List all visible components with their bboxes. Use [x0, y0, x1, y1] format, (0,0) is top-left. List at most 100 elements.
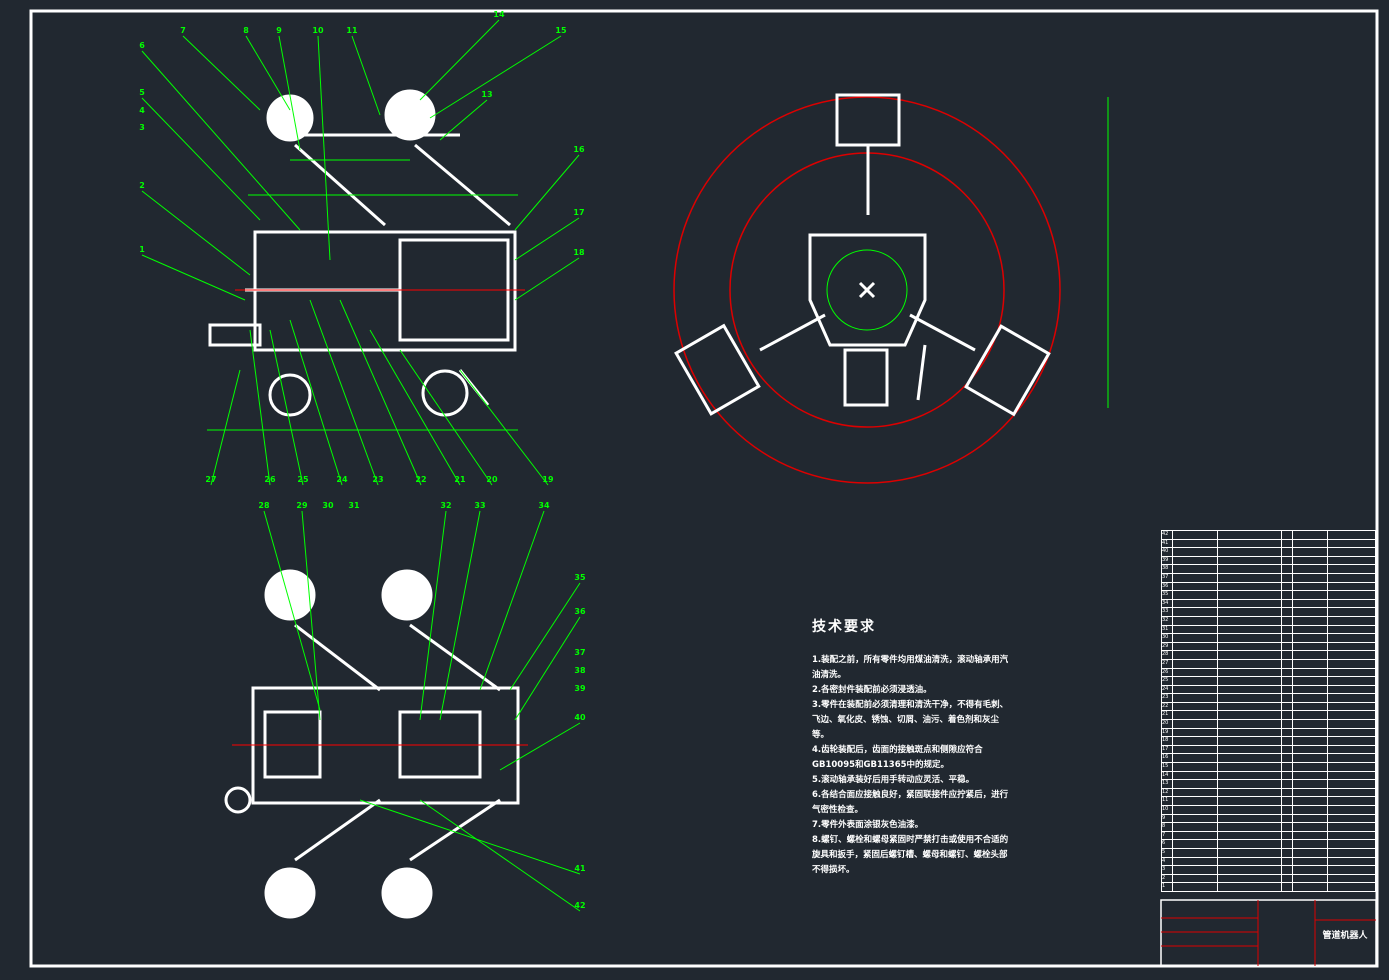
parts-list-cell: 42: [1162, 531, 1173, 539]
parts-list-cell: 16: [1162, 754, 1173, 763]
parts-list-cell: [1173, 539, 1218, 548]
parts-list-cell: [1293, 745, 1329, 754]
parts-list-cell: 40: [1162, 548, 1173, 556]
balloon-number: 16: [573, 145, 585, 154]
parts-list-cell: [1218, 754, 1283, 763]
parts-list-cell: [1328, 788, 1376, 797]
parts-list-cell: 34: [1162, 599, 1173, 608]
parts-list-row: 5: [1162, 848, 1376, 858]
tech-item: 8.螺钉、螺栓和螺母紧固时严禁打击或使用不合适的旋具和扳手，紧固后螺钉槽、螺母和…: [812, 835, 1009, 875]
parts-list-cell: [1282, 711, 1293, 720]
parts-list-row: 13: [1162, 780, 1376, 789]
parts-list-cell: [1173, 694, 1218, 702]
parts-list-row: 32: [1162, 616, 1376, 626]
parts-list-cell: [1328, 642, 1376, 651]
parts-list-cell: [1328, 668, 1376, 677]
parts-list-cell: [1293, 677, 1329, 685]
balloon-number: 13: [481, 90, 492, 99]
parts-list-cell: [1173, 548, 1218, 556]
parts-list-cell: [1218, 763, 1283, 771]
parts-list-cell: [1282, 573, 1293, 582]
parts-list-row: 25: [1162, 677, 1376, 686]
parts-list-cell: [1293, 728, 1329, 737]
parts-list-cell: [1173, 866, 1218, 874]
balloon-number: 25: [297, 475, 309, 484]
parts-list-row: 24: [1162, 685, 1376, 695]
parts-list-cell: [1218, 591, 1283, 599]
parts-list-cell: [1173, 685, 1218, 694]
parts-list-cell: [1282, 737, 1293, 745]
parts-list-cell: [1328, 866, 1376, 874]
parts-list-cell: [1293, 720, 1329, 728]
parts-list-cell: [1218, 677, 1283, 685]
tech-item: 7.零件外表面涂银灰色油漆。: [812, 820, 924, 830]
parts-list-cell: [1328, 634, 1376, 642]
leader-line: [429, 35, 562, 119]
parts-list-cell: [1218, 556, 1283, 565]
parts-list-cell: 20: [1162, 720, 1173, 728]
parts-list-cell: [1173, 857, 1218, 866]
parts-list-cell: [1282, 763, 1293, 771]
parts-list-cell: [1328, 565, 1376, 573]
parts-list-cell: [1218, 668, 1283, 677]
leader-line: [182, 35, 261, 111]
parts-list-row: 38: [1162, 565, 1376, 574]
parts-list-cell: [1293, 857, 1329, 866]
leader-line: [399, 349, 493, 486]
parts-list-row: 23: [1162, 694, 1376, 703]
balloon-number: 37: [574, 648, 585, 657]
parts-list-cell: [1293, 608, 1329, 616]
parts-list-cell: [1218, 582, 1283, 591]
parts-list-cell: [1173, 625, 1218, 634]
parts-list-row: 35: [1162, 591, 1376, 600]
parts-list-cell: [1282, 531, 1293, 539]
parts-list-cell: [1328, 806, 1376, 814]
parts-list-cell: [1293, 565, 1329, 573]
parts-list-cell: [1293, 702, 1329, 711]
leader-line: [301, 510, 321, 721]
parts-list-row: 27: [1162, 659, 1376, 669]
parts-list-cell: 27: [1162, 659, 1173, 668]
parts-list-cell: [1173, 711, 1218, 720]
parts-list-cell: [1282, 780, 1293, 788]
parts-list-cell: [1218, 702, 1283, 711]
parts-list-row: 34: [1162, 599, 1376, 609]
parts-list-cell: [1173, 745, 1218, 754]
leader-line: [289, 319, 343, 486]
parts-list-cell: [1173, 556, 1218, 565]
parts-list-cell: [1218, 531, 1283, 539]
parts-list-cell: [1173, 565, 1218, 573]
parts-list-cell: [1282, 874, 1293, 883]
parts-list-cell: [1173, 591, 1218, 599]
parts-list-cell: [1328, 780, 1376, 788]
parts-list-cell: [1282, 685, 1293, 694]
parts-list-cell: [1293, 642, 1329, 651]
parts-list-cell: [1328, 702, 1376, 711]
leader-line: [419, 799, 581, 912]
parts-list-cell: [1173, 823, 1218, 831]
parts-list-cell: [1293, 556, 1329, 565]
parts-list-cell: [1282, 556, 1293, 565]
parts-list-row: 31: [1162, 625, 1376, 635]
parts-list-cell: 31: [1162, 625, 1173, 634]
parts-list-cell: [1282, 797, 1293, 805]
balloon-number: 29: [296, 501, 308, 510]
parts-list-cell: [1328, 737, 1376, 745]
parts-list-cell: [1218, 634, 1283, 642]
parts-list-cell: [1282, 831, 1293, 840]
parts-list-cell: [1173, 771, 1218, 780]
parts-list-row: 29: [1162, 642, 1376, 652]
leader-line: [479, 510, 545, 691]
parts-list-cell: [1173, 728, 1218, 737]
parts-list-cell: [1328, 883, 1376, 891]
parts-list-cell: [1173, 814, 1218, 823]
parts-list-cell: [1293, 668, 1329, 677]
parts-list-cell: [1218, 608, 1283, 616]
parts-list-cell: 14: [1162, 771, 1173, 780]
balloon-number: 5: [139, 88, 145, 97]
leader-line: [141, 97, 261, 221]
front-view: [208, 89, 517, 417]
parts-list-cell: [1218, 814, 1283, 823]
parts-list-cell: [1218, 685, 1283, 694]
parts-list-cell: [1328, 582, 1376, 591]
